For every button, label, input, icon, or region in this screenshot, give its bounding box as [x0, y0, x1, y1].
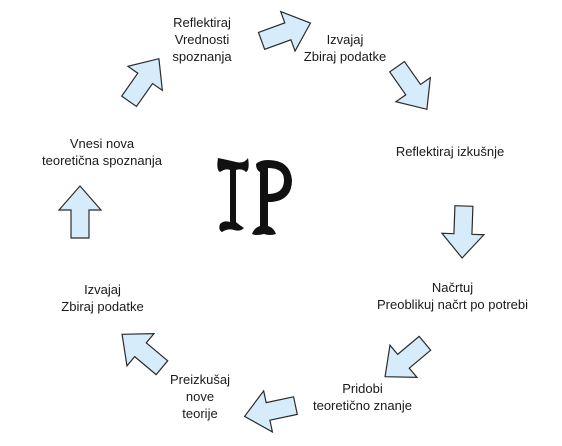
step-line: Preoblikuj načrt po potrebi: [376, 297, 529, 312]
step-line: Načrtuj: [431, 280, 474, 295]
step-reflect-experience: Reflektiraj izkušnje: [380, 143, 520, 160]
arrow-bottom-left-icon: [121, 333, 169, 376]
step-execute-top: Izvajaj Zbiraj podatke: [290, 31, 400, 65]
step-line: Pridobi: [342, 381, 383, 396]
arrow-right-upper-icon: [388, 60, 432, 111]
arrow-bottom-right-icon: [384, 335, 432, 378]
step-add-insights: Vnesi nova teoretična spoznanja: [22, 135, 182, 169]
step-line: Preizkušaj: [170, 372, 230, 387]
step-reflect-values: Reflektiraj Vrednosti spoznanja: [160, 14, 244, 65]
arrow-left-icon: [57, 185, 103, 239]
step-acquire-theory: Pridobi teoretično znanje: [300, 380, 425, 414]
step-line: teoretično znanje: [312, 398, 412, 413]
step-line: Zbiraj podatke: [303, 49, 387, 64]
step-line: teorije: [182, 406, 218, 421]
step-line: Reflektiraj izkušnje: [395, 144, 505, 159]
step-line: Reflektiraj: [173, 15, 231, 30]
arrow-top-left-icon: [120, 57, 164, 108]
arrow-top-right-icon: [257, 10, 312, 53]
arrow-right-lower-icon: [440, 205, 486, 259]
step-line: Vnesi nova: [69, 136, 135, 151]
step-line: Izvajaj: [326, 32, 364, 47]
step-line: nove: [185, 389, 215, 404]
step-line: Zbiraj podatke: [61, 299, 144, 314]
step-test-theories: Preizkušaj nove teorije: [160, 371, 240, 422]
step-line: teoretična spoznanja: [42, 153, 162, 168]
step-execute-left: Izvajaj Zbiraj podatke: [40, 281, 165, 315]
step-line: spoznanja: [172, 49, 232, 64]
ip-logo: [217, 158, 292, 235]
arrow-bottom-icon: [243, 389, 299, 434]
step-plan: Načrtuj Preoblikuj načrt po potrebi: [355, 279, 550, 313]
step-line: Vrednosti: [174, 32, 230, 47]
step-line: Izvajaj: [84, 282, 121, 297]
